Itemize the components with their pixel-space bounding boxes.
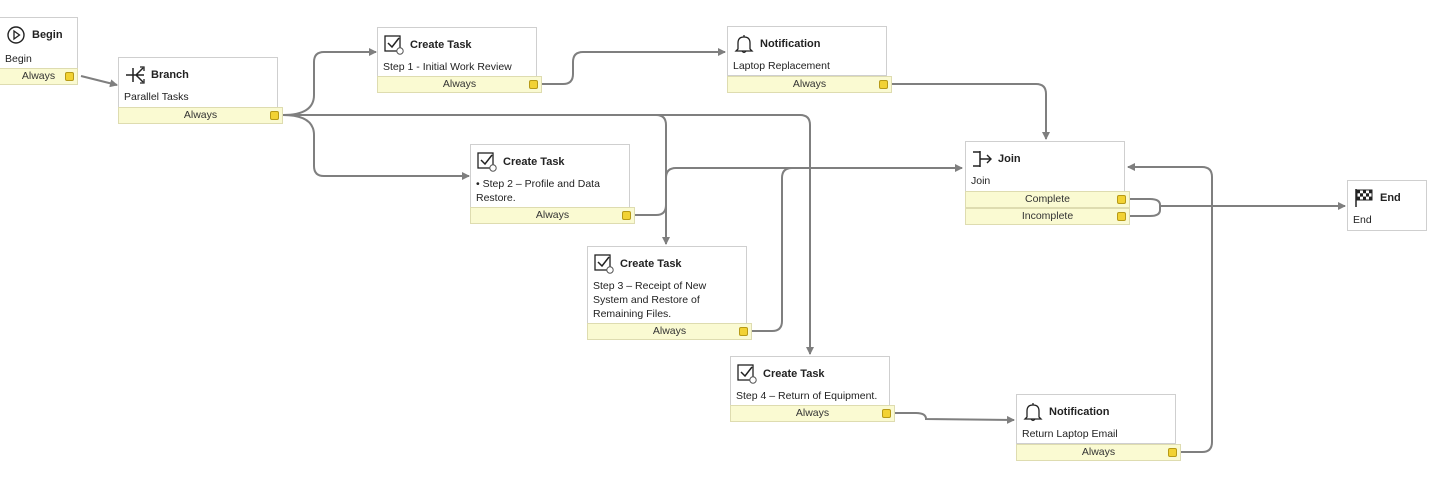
node-description: End bbox=[1353, 214, 1372, 226]
checkbox-task-icon bbox=[737, 364, 757, 384]
node-description: Join bbox=[971, 175, 991, 187]
outcome-port[interactable] bbox=[879, 80, 888, 89]
node-end[interactable]: End End bbox=[1347, 180, 1427, 231]
outcome-port[interactable] bbox=[1168, 448, 1177, 457]
checkbox-task-icon bbox=[384, 35, 404, 55]
node-title: End bbox=[1380, 192, 1401, 204]
outcome-port[interactable] bbox=[622, 211, 631, 220]
outcome-port[interactable] bbox=[1117, 195, 1126, 204]
outcome-task4-always[interactable]: Always bbox=[730, 405, 895, 422]
wire-notify1-join bbox=[890, 83, 1050, 140]
node-description: • Step 2 – Profile and Data Restore. bbox=[476, 178, 600, 204]
outcome-notify1-always[interactable]: Always bbox=[727, 76, 892, 93]
node-task-step4[interactable]: Create Task Step 4 – Return of Equipment… bbox=[730, 356, 890, 406]
wire-begin-branch bbox=[80, 75, 118, 88]
outcome-port[interactable] bbox=[739, 327, 748, 336]
node-title: Branch bbox=[151, 69, 189, 81]
checkbox-task-icon bbox=[477, 152, 497, 172]
node-description: Step 4 – Return of Equipment. bbox=[736, 390, 878, 402]
wire-join-incomplete-end bbox=[1129, 206, 1161, 217]
node-branch[interactable]: Branch Parallel Tasks bbox=[118, 57, 278, 108]
node-notification-return-laptop[interactable]: Notification Return Laptop Email bbox=[1016, 394, 1176, 444]
bell-icon bbox=[734, 34, 754, 54]
outcome-label: Always bbox=[1081, 446, 1116, 458]
outcome-port[interactable] bbox=[65, 72, 74, 81]
node-notification-laptop-replacement[interactable]: Notification Laptop Replacement bbox=[727, 26, 887, 76]
node-title: Notification bbox=[1049, 406, 1110, 418]
wire-task4-notify2 bbox=[893, 412, 1015, 424]
outcome-label: Always bbox=[183, 109, 218, 121]
outcome-begin-always[interactable]: Always bbox=[0, 68, 78, 85]
node-title: Join bbox=[998, 153, 1021, 165]
outcome-task2-always[interactable]: Always bbox=[470, 207, 635, 224]
checkered-flag-icon bbox=[1354, 188, 1374, 208]
checkbox-task-icon bbox=[594, 254, 614, 274]
branch-icon bbox=[125, 65, 145, 85]
outcome-branch-always[interactable]: Always bbox=[118, 107, 283, 124]
outcome-label: Always bbox=[792, 78, 827, 90]
node-description: Begin bbox=[5, 53, 32, 65]
node-title: Create Task bbox=[763, 368, 825, 380]
outcome-notify2-always[interactable]: Always bbox=[1016, 444, 1181, 461]
bell-icon bbox=[1023, 402, 1043, 422]
outcome-label: Always bbox=[21, 70, 56, 82]
node-title: Create Task bbox=[503, 156, 565, 168]
wire-task1-notify1 bbox=[540, 48, 726, 85]
wire-task2-join bbox=[633, 164, 963, 216]
node-title: Create Task bbox=[410, 39, 472, 51]
node-title: Notification bbox=[760, 38, 821, 50]
outcome-port[interactable] bbox=[1117, 212, 1126, 221]
outcome-label: Complete bbox=[1025, 193, 1070, 205]
node-task-step1[interactable]: Create Task Step 1 - Initial Work Review bbox=[377, 27, 537, 77]
outcome-join-complete[interactable]: Complete bbox=[965, 191, 1130, 208]
node-description: Parallel Tasks bbox=[124, 91, 189, 103]
outcome-port[interactable] bbox=[882, 409, 891, 418]
node-task-step2[interactable]: Create Task • Step 2 – Profile and Data … bbox=[470, 144, 630, 208]
wire-branch-task1 bbox=[282, 48, 377, 116]
node-title: Create Task bbox=[620, 258, 682, 270]
node-description: Laptop Replacement bbox=[733, 60, 830, 72]
outcome-port[interactable] bbox=[270, 111, 279, 120]
outcome-label: Always bbox=[652, 325, 687, 337]
node-join[interactable]: Join Join bbox=[965, 141, 1125, 192]
join-icon bbox=[972, 149, 992, 169]
outcome-join-incomplete[interactable]: Incomplete bbox=[965, 208, 1130, 225]
outcome-task3-always[interactable]: Always bbox=[587, 323, 752, 340]
outcome-label: Always bbox=[442, 78, 477, 90]
wire-task3-join bbox=[749, 167, 962, 332]
node-title: Begin bbox=[32, 29, 63, 41]
outcome-label: Always bbox=[795, 407, 830, 419]
wire-join-complete-end bbox=[1129, 198, 1346, 210]
node-task-step3[interactable]: Create Task Step 3 – Receipt of New Syst… bbox=[587, 246, 747, 324]
node-description: Return Laptop Email bbox=[1022, 428, 1118, 440]
outcome-task1-always[interactable]: Always bbox=[377, 76, 542, 93]
outcome-port[interactable] bbox=[529, 80, 538, 89]
wire-branch-task2 bbox=[282, 114, 470, 180]
node-begin[interactable]: Begin Begin bbox=[0, 17, 78, 69]
node-description: Step 1 - Initial Work Review bbox=[383, 61, 512, 73]
outcome-label: Always bbox=[535, 209, 570, 221]
play-circle-icon bbox=[6, 25, 26, 45]
outcome-label: Incomplete bbox=[1021, 210, 1074, 222]
node-description: Step 3 – Receipt of New System and Resto… bbox=[593, 280, 707, 320]
